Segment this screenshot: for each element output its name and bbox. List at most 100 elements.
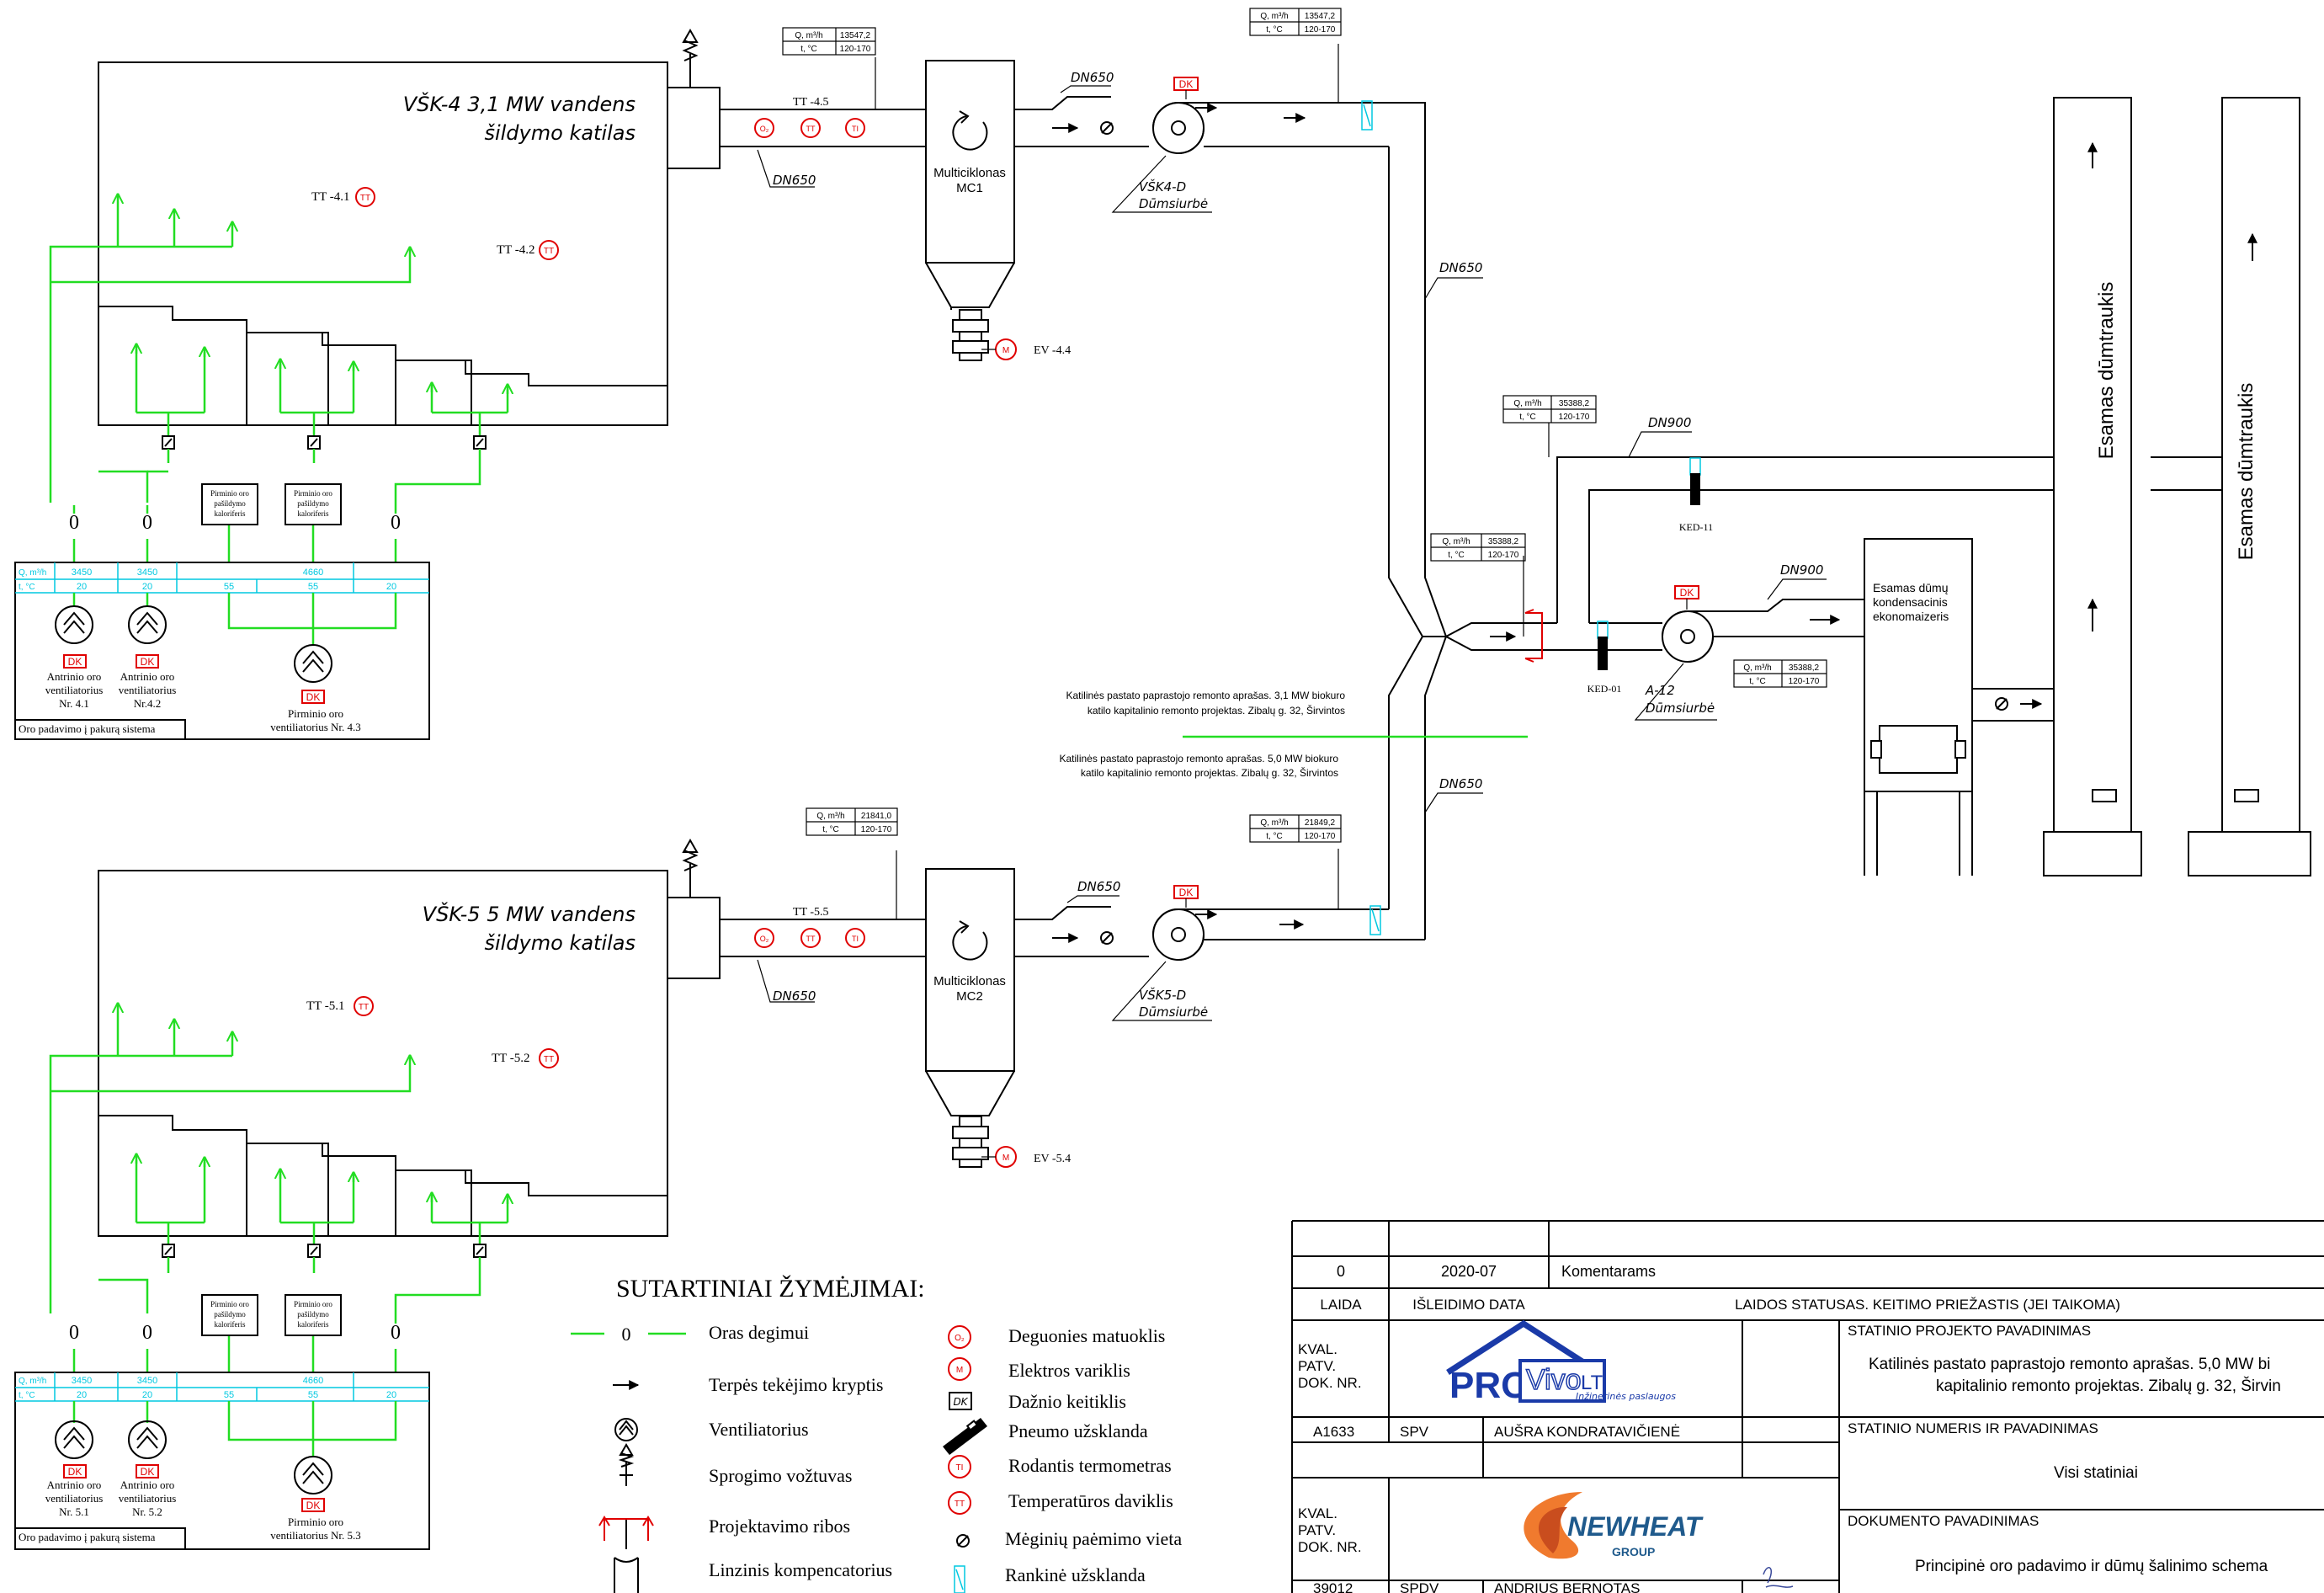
svg-text:pašildymo: pašildymo [297,1310,329,1319]
pneumatic-damper-icon [943,1418,987,1455]
svg-text:20: 20 [142,582,152,592]
flue-fan-icon [1152,908,1220,961]
svg-text:M: M [956,1366,963,1375]
svg-text:IŠLEIDIMO DATA: IŠLEIDIMO DATA [1412,1297,1525,1313]
svg-text:13547,2: 13547,2 [1305,12,1336,21]
svg-text:ventiliatorius: ventiliatorius [45,1492,104,1505]
svg-text:DN650: DN650 [1077,879,1120,894]
explosion-valve-icon [618,1443,635,1486]
svg-text:2020-07: 2020-07 [1441,1263,1497,1280]
svg-text:Visi statiniai: Visi statiniai [2054,1464,2138,1482]
svg-text:120-170: 120-170 [1305,832,1336,841]
svg-text:M: M [1002,1153,1009,1163]
svg-text:DOKUMENTO PAVADINIMAS: DOKUMENTO PAVADINIMAS [1848,1513,2039,1529]
svg-text:DK: DK [141,656,155,668]
sampling-point-icon [1100,121,1114,135]
provivo-logo: PRO Vivo LT Inžinerinės paslaugos [1446,1319,1676,1406]
svg-text:DK: DK [141,1466,155,1478]
svg-text:pašildymo: pašildymo [214,1310,246,1319]
svg-text:kaloriferis: kaloriferis [215,509,246,518]
svg-text:0: 0 [622,1324,631,1345]
rotary-valve-icon [952,1116,989,1168]
svg-text:Nr. 5.2: Nr. 5.2 [132,1505,162,1518]
svg-text:TT -5.5: TT -5.5 [793,906,829,919]
svg-text:Pirminio oro: Pirminio oro [210,489,249,498]
flow-table-5a: Q, m³/h 21841,0 t, °C 120-170 [806,807,898,836]
svg-text:Q, m³/h: Q, m³/h [1743,663,1771,673]
svg-text:TI: TI [956,1463,964,1473]
svg-text:STATINIO PROJEKTO PAVADINIMAS: STATINIO PROJEKTO PAVADINIMAS [1848,1323,2091,1339]
svg-text:TI: TI [852,935,859,943]
svg-text:DK: DK [306,1500,321,1511]
svg-text:DK: DK [306,691,321,703]
temperature-sensor-icon: TT [800,928,821,948]
compensator-icon [614,1557,639,1593]
svg-text:TT: TT [955,1500,965,1509]
svg-text:Q, m³/h: Q, m³/h [19,568,46,578]
svg-text:STATINIO NUMERIS IR PAVADINIMA: STATINIO NUMERIS IR PAVADINIMAS [1848,1420,2098,1436]
svg-text:TT: TT [544,1055,554,1064]
svg-text:pašildymo: pašildymo [297,499,329,508]
svg-text:0: 0 [142,512,152,534]
svg-text:t, °C: t, °C [19,583,35,592]
svg-text:35388,2: 35388,2 [1559,399,1590,408]
fan-icon [128,1420,167,1459]
legend: SUTARTINIAI ŽYMĖJIMAI: 0 Oras degimui Te… [571,1275,1182,1593]
svg-text:ekonomaizeris: ekonomaizeris [1873,610,1949,623]
oxygen-meter-icon: O₂ [754,118,774,138]
svg-text:TT -5.1: TT -5.1 [306,999,345,1013]
svg-text:TT -4.5: TT -4.5 [793,96,829,109]
svg-text:kapitalinio remonto projektas.: kapitalinio remonto projektas. Zibalų g.… [1936,1377,2281,1395]
boiler-4-group: VŠK-4 3,1 MW vandens šildymo katilas TT … [14,8,1426,740]
svg-text:Q, m³/h: Q, m³/h [816,812,844,821]
svg-text:TT: TT [359,1003,369,1012]
svg-text:Antrinio oro: Antrinio oro [47,670,102,683]
svg-text:DN650: DN650 [773,173,816,188]
svg-text:O₂: O₂ [955,1334,965,1343]
svg-text:120-170: 120-170 [861,825,892,834]
fan-icon [128,605,167,644]
svg-text:Ventiliatorius: Ventiliatorius [709,1419,809,1440]
svg-text:3450: 3450 [137,1376,157,1386]
svg-text:Terpės tekėjimo kryptis: Terpės tekėjimo kryptis [709,1374,883,1395]
svg-text:4660: 4660 [303,567,323,578]
chimney-1-label: Esamas dūmtraukis [2095,282,2118,460]
svg-text:Vivo: Vivo [1526,1364,1582,1396]
svg-text:Temperatūros daviklis: Temperatūros daviklis [1008,1490,1173,1511]
svg-text:Nr. 4.1: Nr. 4.1 [59,697,89,710]
svg-text:120-170: 120-170 [840,45,871,54]
svg-text:Multiciklonas: Multiciklonas [933,166,1006,180]
flow-table-4b: Q, m³/h 13547,2 t, °C 120-170 [1249,8,1342,36]
thermometer-icon: TI [845,118,865,138]
svg-text:DK: DK [953,1396,968,1408]
svg-text:EV -5.4: EV -5.4 [1034,1153,1071,1165]
svg-text:t, °C: t, °C [800,45,817,54]
svg-text:Antrinio oro: Antrinio oro [120,670,175,683]
temperature-sensor-icon: TT [539,240,559,260]
svg-text:M: M [1002,346,1009,355]
svg-text:Rodantis termometras: Rodantis termometras [1008,1455,1172,1476]
svg-text:TI: TI [852,125,859,133]
svg-text:Esamas dūmų: Esamas dūmų [1873,581,1949,594]
svg-text:A1633: A1633 [1313,1424,1354,1440]
svg-text:t, °C: t, °C [1519,413,1536,422]
svg-text:SPV: SPV [1400,1424,1429,1440]
svg-text:DN650: DN650 [1439,260,1482,275]
svg-text:Rankinė užsklanda: Rankinė užsklanda [1005,1564,1146,1585]
svg-text:DN650: DN650 [1071,70,1114,85]
svg-text:Oras degimui: Oras degimui [709,1322,809,1343]
svg-text:21841,0: 21841,0 [861,812,892,821]
svg-text:O₂: O₂ [760,125,769,133]
sampling-point-icon [1100,931,1114,945]
svg-text:55: 55 [308,582,318,592]
svg-text:ventiliatorius: ventiliatorius [119,684,177,696]
svg-text:0: 0 [142,1322,152,1344]
sampling-point-icon [1995,697,2008,711]
svg-text:ANDRIUS BERNOTAS: ANDRIUS BERNOTAS [1494,1580,1641,1593]
flow-table-4a: Q, m³/h 13547,2 t, °C 120-170 [782,27,876,56]
svg-text:0: 0 [391,1322,401,1344]
svg-text:TT -4.1: TT -4.1 [311,190,350,204]
svg-text:3450: 3450 [72,1376,92,1386]
svg-text:DN900: DN900 [1648,415,1691,430]
